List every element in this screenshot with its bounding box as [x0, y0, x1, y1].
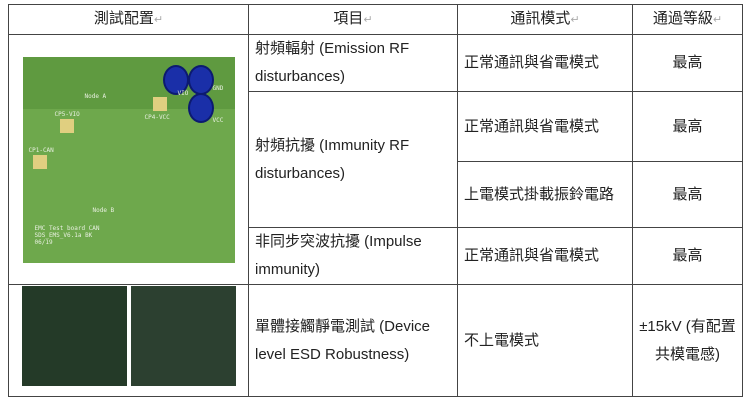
- mode-cell: 正常通訊與省電模式: [457, 227, 633, 285]
- mode-cell: 上電模式掛載振鈴電路: [457, 161, 633, 228]
- item-impulse: 非同步突波抗擾 (Impulse immunity): [248, 227, 458, 285]
- esd-board-back-image: [130, 285, 236, 386]
- level-cell: 最高: [632, 161, 743, 228]
- esd-board-front-image: [21, 285, 127, 386]
- header-mode: 通訊模式↵: [457, 4, 633, 35]
- level-cell: ±15kV (有配置共模電感): [632, 284, 743, 397]
- table-row: 非同步突波抗擾 (Impulse immunity) 正常通訊與省電模式 最高: [9, 227, 743, 285]
- table-row: 射頻抗擾 (Immunity RF disturbances) 正常通訊與省電模…: [9, 91, 743, 228]
- mode-cell: 正常通訊與省電模式: [457, 91, 633, 162]
- emc-test-table: 測試配置↵ 項目↵ 通訊模式↵ 通過等級↵ Node A CP5-VIO CP1…: [8, 4, 743, 397]
- header-item: 項目↵: [248, 4, 458, 35]
- header-level: 通過等級↵: [632, 4, 743, 35]
- table-row: 單體接觸靜電測試 (Device level ESD Robustness) 不…: [8, 284, 743, 397]
- header-row: 測試配置↵ 項目↵ 通訊模式↵ 通過等級↵: [8, 4, 743, 35]
- table-row: Node A CP5-VIO CP1-CAN CP4-VCC VIO GND V…: [8, 34, 743, 285]
- pcb-image-cell: Node A CP5-VIO CP1-CAN CP4-VCC VIO GND V…: [8, 34, 249, 285]
- level-cell: 最高: [632, 91, 743, 162]
- esd-image-cell: [8, 284, 249, 397]
- item-immunity: 射頻抗擾 (Immunity RF disturbances): [248, 91, 458, 228]
- item-emission: 射頻輻射 (Emission RF disturbances): [248, 34, 458, 92]
- level-cell: 最高: [632, 34, 743, 92]
- pcb-board-image: Node A CP5-VIO CP1-CAN CP4-VCC VIO GND V…: [22, 56, 235, 263]
- mode-cell: 不上電模式: [457, 284, 633, 397]
- header-config: 測試配置↵: [8, 4, 249, 35]
- table-row: 上電模式掛載振鈴電路 最高: [9, 161, 743, 228]
- mode-cell: 正常通訊與省電模式: [457, 34, 633, 92]
- level-cell: 最高: [632, 227, 743, 285]
- item-esd: 單體接觸靜電測試 (Device level ESD Robustness): [248, 284, 458, 397]
